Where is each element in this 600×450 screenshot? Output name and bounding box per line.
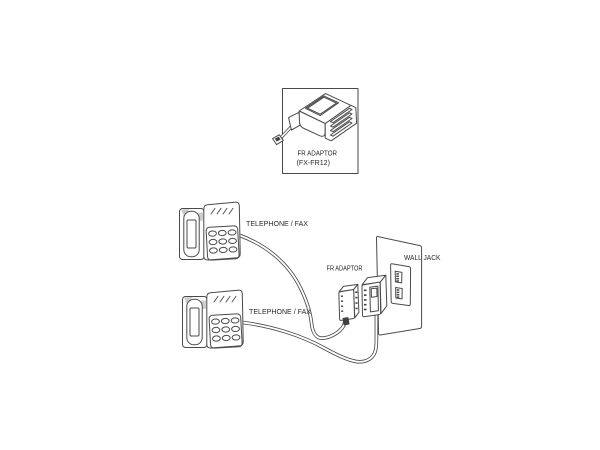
fr-adaptor-callout: FR ADAPTOR (FX-FR12) bbox=[272, 88, 359, 174]
jack-opening-bottom bbox=[395, 287, 403, 300]
telephone-fax-top-label: TELEPHONE / FAX bbox=[246, 219, 308, 228]
telephone-fax-bottom bbox=[182, 289, 244, 349]
jack-opening-top bbox=[394, 270, 403, 284]
fr-unit-front-face bbox=[338, 289, 356, 321]
duplex-front-face bbox=[361, 281, 382, 318]
jack-plate bbox=[390, 263, 412, 307]
duplex-adaptor-unit bbox=[361, 274, 388, 318]
line-cords bbox=[239, 233, 379, 364]
callout-subtitle: (FX-FR12) bbox=[297, 158, 331, 167]
fr-adaptor-unit bbox=[338, 283, 360, 321]
wall-jack-assembly bbox=[375, 236, 423, 336]
callout-title: FR ADAPTOR bbox=[298, 149, 338, 158]
duplex-socket-recess bbox=[369, 285, 379, 313]
fr-adaptor-label: FR ADAPTOR bbox=[327, 264, 363, 273]
callout-box bbox=[282, 88, 359, 174]
fr-unit-front-pins bbox=[340, 295, 344, 312]
adaptor-label-recess bbox=[305, 95, 340, 117]
telephone-fax-top bbox=[179, 201, 241, 261]
fr-adaptor-illustration bbox=[272, 93, 358, 146]
telephone-fax-bottom-label: TELEPHONE / FAX bbox=[249, 307, 311, 316]
wall-jack-label: WALL JACK bbox=[404, 253, 441, 262]
socket-slots bbox=[330, 107, 353, 137]
fr-unit-contact-pins bbox=[355, 291, 358, 310]
duplex-side-face bbox=[379, 274, 388, 315]
duplex-contact-pins bbox=[363, 289, 367, 311]
modular-plug bbox=[342, 317, 350, 326]
